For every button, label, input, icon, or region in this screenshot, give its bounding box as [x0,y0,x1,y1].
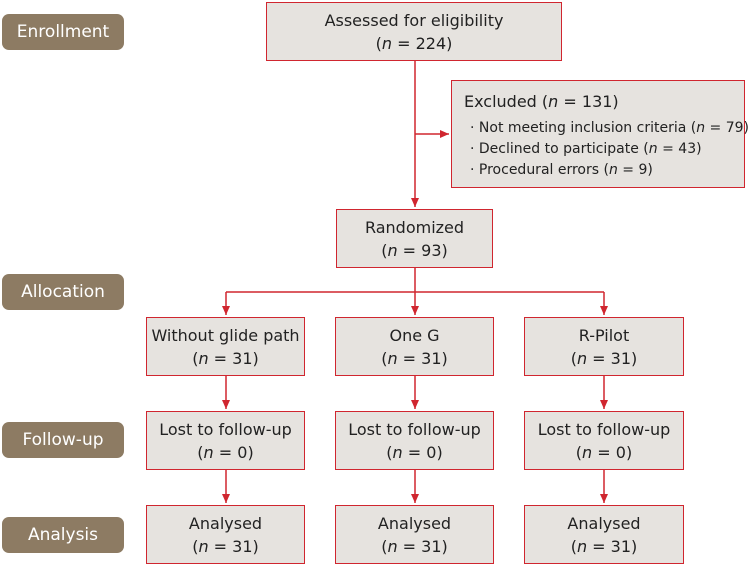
assessed-box: Assessed for eligibility (n = 224) [266,2,562,61]
analysis-label: Analysed [377,513,452,533]
group-2-followup-box: Lost to follow-up (n = 0) [335,411,494,470]
group-3-followup-box: Lost to follow-up (n = 0) [524,411,684,470]
randomized-label: Randomized [364,217,465,237]
group-count: (n = 31) [381,348,448,368]
analysis-label: Analysed [188,513,263,533]
group-label: One G [389,325,440,345]
stage-enrollment: Enrollment [2,14,124,50]
followup-count: (n = 0) [197,442,254,462]
group-label: Without glide path [151,325,300,345]
assessed-count: (n = 224) [375,33,453,53]
followup-count: (n = 0) [386,442,443,462]
followup-label: Lost to follow-up [348,419,481,439]
analysis-count: (n = 31) [192,536,259,556]
group-1-followup-box: Lost to follow-up (n = 0) [146,411,305,470]
excluded-reason: Not meeting inclusion criteria (n = 79) [470,118,748,139]
excluded-box: Excluded (n = 131) Not meeting inclusion… [451,80,748,188]
group-2-allocation-box: One G (n = 31) [335,317,494,376]
stage-followup: Follow-up [2,422,124,458]
excluded-title: Excluded (n = 131) [464,92,619,111]
excluded-reason: Procedural errors (n = 9) [470,160,732,181]
randomized-box: Randomized (n = 93) [336,209,493,268]
group-1-analysis-box: Analysed (n = 31) [146,505,305,564]
group-count: (n = 31) [570,348,638,368]
group-label: R-Pilot [578,325,630,345]
group-1-allocation-box: Without glide path (n = 31) [146,317,305,376]
group-3-allocation-box: R-Pilot (n = 31) [524,317,684,376]
excluded-reasons: Not meeting inclusion criteria (n = 79) … [464,118,748,181]
analysis-count: (n = 31) [570,536,638,556]
followup-label: Lost to follow-up [159,419,292,439]
stage-analysis: Analysis [2,517,124,553]
randomized-count: (n = 93) [381,240,448,260]
group-3-analysis-box: Analysed (n = 31) [524,505,684,564]
followup-label: Lost to follow-up [537,419,671,439]
analysis-label: Analysed [567,513,641,533]
excluded-reason: Declined to participate (n = 43) [470,139,732,160]
analysis-count: (n = 31) [381,536,448,556]
assessed-label: Assessed for eligibility [324,10,504,30]
group-2-analysis-box: Analysed (n = 31) [335,505,494,564]
followup-count: (n = 0) [575,442,633,462]
stage-allocation: Allocation [2,274,124,310]
group-count: (n = 31) [192,348,259,368]
